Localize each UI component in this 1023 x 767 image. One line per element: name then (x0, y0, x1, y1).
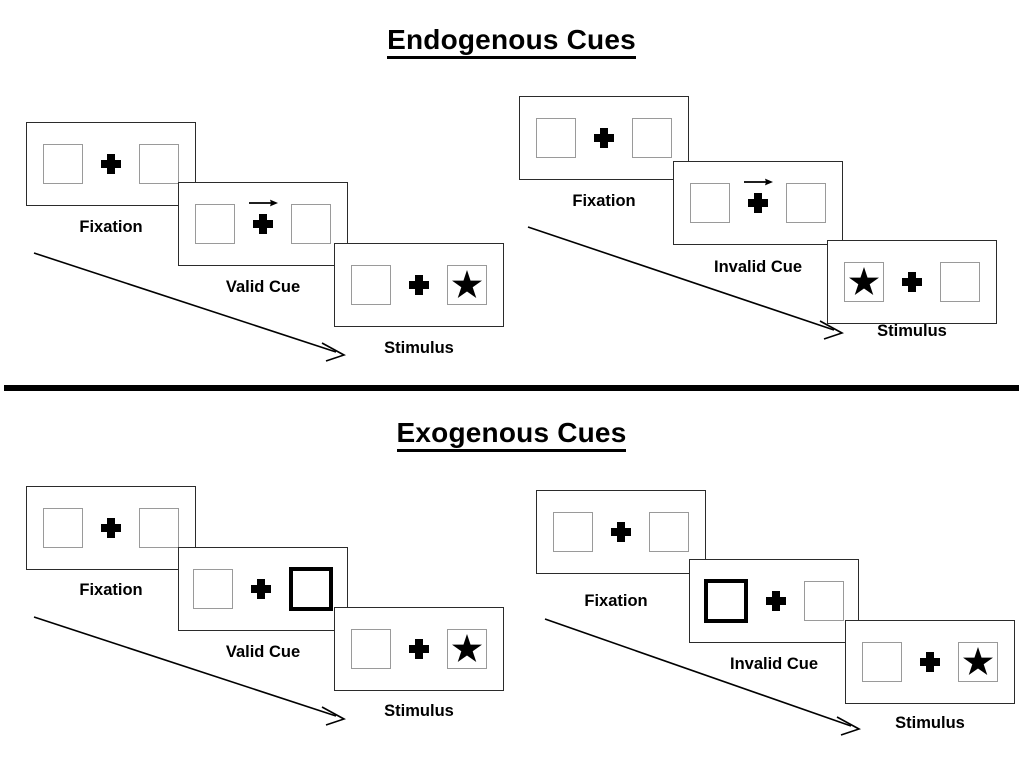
stage-label-fixation: Fixation (584, 592, 648, 610)
right-box (447, 265, 487, 305)
panel-exogenous-invalid-fixation[interactable] (536, 490, 706, 574)
fixation-cross-icon (409, 639, 429, 659)
panel-content (846, 621, 1014, 703)
stage-label-fixation: Fixation (79, 581, 143, 599)
stimulus-row (553, 512, 689, 552)
stage-label-valid-cue: Valid Cue (225, 643, 301, 661)
stage-label-valid-cue: Valid Cue (225, 278, 301, 296)
fixation-cross-icon (611, 522, 631, 542)
panel-content (335, 244, 503, 326)
stage-label-invalid-cue: Invalid Cue (729, 655, 819, 673)
panel-endogenous-invalid-stimulus[interactable] (827, 240, 997, 324)
panel-content (335, 608, 503, 690)
panel-exogenous-invalid-cue[interactable] (689, 559, 859, 643)
fixation-cross-icon (101, 154, 121, 174)
panel-exogenous-valid-fixation[interactable] (26, 486, 196, 570)
fixation-cross-icon (748, 193, 768, 213)
stage-label-invalid-cue: Invalid Cue (713, 258, 803, 276)
stage-label-stimulus: Stimulus (384, 339, 454, 357)
right-box (447, 629, 487, 669)
fixation-cross-icon (251, 579, 271, 599)
panel-endogenous-invalid-cue[interactable] (673, 161, 843, 245)
right-box (139, 144, 179, 184)
right-box (632, 118, 672, 158)
stimulus-row (351, 629, 487, 669)
stimulus-row (193, 567, 333, 611)
section-title-endogenous: Endogenous Cues (0, 24, 1023, 59)
fixation-cross-icon (920, 652, 940, 672)
right-box (940, 262, 980, 302)
left-box (844, 262, 884, 302)
panel-endogenous-valid-stimulus[interactable] (334, 243, 504, 327)
panel-exogenous-valid-stimulus[interactable] (334, 607, 504, 691)
left-box (690, 183, 730, 223)
left-box (43, 508, 83, 548)
left-box-cued (704, 579, 748, 623)
cue-cross-cluster (744, 178, 773, 213)
star-icon (452, 270, 482, 299)
stage-label-stimulus: Stimulus (877, 322, 947, 340)
right-box (786, 183, 826, 223)
section-title-exogenous-text: Exogenous Cues (396, 417, 627, 452)
fixation-cross-icon (101, 518, 121, 538)
right-box (139, 508, 179, 548)
panel-content (537, 491, 705, 573)
left-box (553, 512, 593, 552)
panel-content (674, 162, 842, 244)
arrow-right-icon (249, 199, 278, 207)
panel-content (520, 97, 688, 179)
panel-endogenous-invalid-fixation[interactable] (519, 96, 689, 180)
stage-label-stimulus: Stimulus (384, 702, 454, 720)
fixation-cross-icon (409, 275, 429, 295)
left-box (195, 204, 235, 244)
stage-label-stimulus: Stimulus (895, 714, 965, 732)
stimulus-row (536, 118, 672, 158)
left-box (862, 642, 902, 682)
section-divider (4, 385, 1019, 391)
panel-content (27, 487, 195, 569)
right-box (291, 204, 331, 244)
time-arrow-endogenous-valid (33, 252, 346, 362)
panel-endogenous-valid-cue[interactable] (178, 182, 348, 266)
panel-exogenous-valid-cue[interactable] (178, 547, 348, 631)
stimulus-row (43, 144, 179, 184)
cue-cross-cluster (249, 199, 278, 234)
panel-content (27, 123, 195, 205)
section-title-exogenous: Exogenous Cues (0, 417, 1023, 452)
right-box-cued (289, 567, 333, 611)
panel-endogenous-valid-fixation[interactable] (26, 122, 196, 206)
arrow-right-icon (744, 178, 773, 186)
star-icon (963, 647, 993, 676)
stimulus-row (690, 178, 826, 223)
stage-label-fixation: Fixation (79, 218, 143, 236)
star-icon (452, 634, 482, 663)
panel-content (179, 548, 347, 630)
right-box (804, 581, 844, 621)
right-box (649, 512, 689, 552)
left-box (351, 265, 391, 305)
stimulus-row (43, 508, 179, 548)
panel-content (828, 241, 996, 323)
stage-label-fixation: Fixation (572, 192, 636, 210)
panel-content (179, 183, 347, 265)
stimulus-row (862, 642, 998, 682)
stimulus-row (844, 262, 980, 302)
stimulus-row (351, 265, 487, 305)
fixation-cross-icon (253, 214, 273, 234)
fixation-cross-icon (594, 128, 614, 148)
star-icon (849, 267, 879, 296)
left-box (536, 118, 576, 158)
left-box (193, 569, 233, 609)
right-box (958, 642, 998, 682)
stimulus-row (195, 199, 331, 244)
left-box (351, 629, 391, 669)
panel-exogenous-invalid-stimulus[interactable] (845, 620, 1015, 704)
fixation-cross-icon (902, 272, 922, 292)
section-title-endogenous-text: Endogenous Cues (387, 24, 636, 59)
panel-content (690, 560, 858, 642)
left-box (43, 144, 83, 184)
fixation-cross-icon (766, 591, 786, 611)
stimulus-row (704, 579, 844, 623)
